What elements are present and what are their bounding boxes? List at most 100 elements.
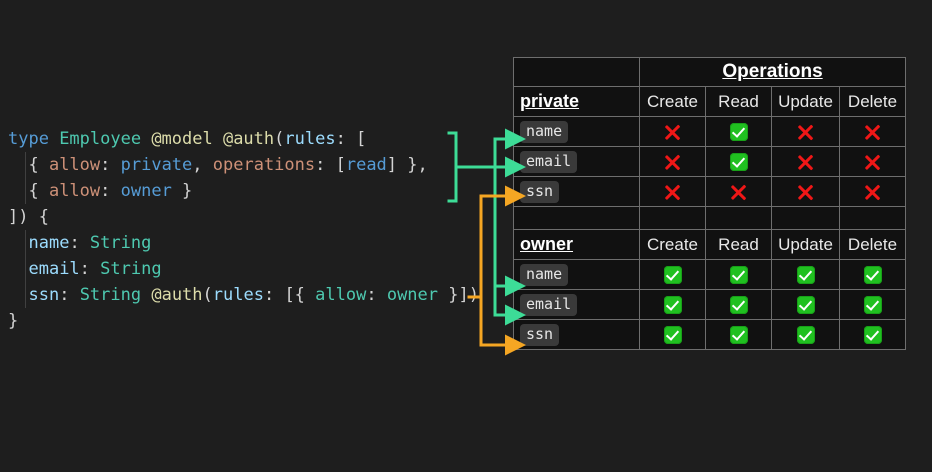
cell-owner-ssn-delete bbox=[839, 319, 906, 350]
code-token: rules bbox=[212, 285, 264, 305]
cell-private-ssn-update bbox=[771, 176, 840, 207]
code-token: ] }, bbox=[386, 155, 428, 175]
code-token: Employee bbox=[59, 129, 152, 149]
cross-icon bbox=[663, 183, 682, 202]
gap-cell bbox=[839, 206, 906, 230]
cell-owner-name-create bbox=[639, 259, 706, 290]
cell-owner-name-read bbox=[705, 259, 772, 290]
field-chip: email bbox=[520, 293, 578, 316]
table-row: name bbox=[513, 116, 906, 147]
code-token: { bbox=[8, 181, 49, 201]
code-token: allow bbox=[48, 155, 101, 175]
table-row-operations-header: Operations bbox=[513, 57, 906, 87]
field-rule-connector bbox=[467, 185, 526, 356]
column-header-delete: Delete bbox=[839, 229, 906, 260]
gap-cell bbox=[705, 206, 772, 230]
check-icon bbox=[796, 326, 815, 345]
code-line: ]) { bbox=[0, 204, 470, 230]
code-token: : bbox=[79, 259, 101, 279]
code-token: owner bbox=[386, 285, 439, 305]
operations-title: Operations bbox=[722, 61, 823, 82]
table-row: ssn bbox=[513, 319, 906, 350]
table-row: email bbox=[513, 146, 906, 177]
column-header-delete: Delete bbox=[839, 86, 906, 117]
check-icon bbox=[796, 266, 815, 285]
check-icon bbox=[863, 266, 882, 285]
cell-owner-email-update bbox=[771, 289, 840, 320]
cross-icon bbox=[863, 123, 882, 142]
code-line: ssn: String @auth(rules: [{ allow: owner… bbox=[0, 282, 479, 308]
cell-private-email-update bbox=[771, 146, 840, 177]
column-header-read: Read bbox=[705, 229, 772, 260]
cell-private-name-read bbox=[705, 116, 772, 147]
cell-owner-ssn-read bbox=[705, 319, 772, 350]
permissions-table: Operations private Create Read Update De… bbox=[513, 57, 906, 350]
cell-private-ssn-read bbox=[705, 176, 772, 207]
section-title-private: private bbox=[513, 86, 640, 117]
field-chip: email bbox=[520, 150, 578, 173]
code-token: : bbox=[59, 285, 80, 305]
table-row: ssn bbox=[513, 176, 906, 207]
indent-guide bbox=[25, 152, 26, 178]
table-row-gap bbox=[513, 206, 906, 230]
code-token: rules bbox=[284, 129, 336, 149]
code-token: operations bbox=[212, 155, 316, 175]
cell-private-name-delete bbox=[839, 116, 906, 147]
code-token: : [{ bbox=[263, 285, 316, 305]
cross-icon bbox=[663, 153, 682, 172]
cross-icon bbox=[863, 153, 882, 172]
section-label: owner bbox=[520, 234, 574, 254]
code-token: String bbox=[89, 233, 152, 253]
code-line: type Employee @model @auth(rules: [ bbox=[0, 126, 470, 152]
code-token: @model @auth bbox=[151, 129, 275, 149]
empty-corner-cell bbox=[513, 57, 640, 87]
code-line: { allow: private, operations: [read] }, bbox=[0, 152, 470, 178]
check-icon bbox=[663, 266, 682, 285]
check-icon bbox=[729, 123, 748, 142]
code-token: name bbox=[28, 233, 70, 253]
code-line: name: String bbox=[0, 230, 470, 256]
field-chip: ssn bbox=[520, 180, 560, 203]
check-icon bbox=[729, 296, 748, 315]
cell-owner-ssn-update bbox=[771, 319, 840, 350]
column-header-update: Update bbox=[771, 86, 840, 117]
code-block: type Employee @model @auth(rules: [ { al… bbox=[0, 126, 479, 334]
cross-icon bbox=[796, 153, 815, 172]
field-cell-owner-name: name bbox=[513, 259, 640, 290]
cell-private-name-update bbox=[771, 116, 840, 147]
field-cell-owner-email: email bbox=[513, 289, 640, 320]
table-row: email bbox=[513, 289, 906, 320]
code-token: : bbox=[100, 155, 121, 175]
check-icon bbox=[729, 266, 748, 285]
code-token: owner bbox=[120, 181, 172, 201]
field-chip: name bbox=[520, 120, 569, 143]
check-icon bbox=[729, 326, 748, 345]
section-title-owner: owner bbox=[513, 229, 640, 260]
cross-icon bbox=[863, 183, 882, 202]
column-header-create: Create bbox=[639, 86, 706, 117]
code-token: , bbox=[192, 155, 213, 175]
code-line: } bbox=[0, 308, 470, 334]
code-line: email: String bbox=[0, 256, 470, 282]
code-token: } bbox=[8, 311, 19, 331]
cross-icon bbox=[796, 123, 815, 142]
cell-private-email-delete bbox=[839, 146, 906, 177]
code-token: }]) bbox=[438, 285, 479, 305]
code-token: { bbox=[8, 155, 49, 175]
cross-icon bbox=[729, 183, 748, 202]
indent-guide bbox=[25, 230, 26, 256]
cell-owner-email-create bbox=[639, 289, 706, 320]
check-icon bbox=[663, 296, 682, 315]
code-token: allow bbox=[315, 285, 367, 305]
code-token: String bbox=[79, 285, 152, 305]
column-header-update: Update bbox=[771, 229, 840, 260]
cell-private-ssn-create bbox=[639, 176, 706, 207]
field-chip: ssn bbox=[520, 323, 560, 346]
code-token: @auth bbox=[151, 285, 203, 305]
field-cell-private-name: name bbox=[513, 116, 640, 147]
table-row-private-header: private Create Read Update Delete bbox=[513, 86, 906, 117]
section-label: private bbox=[520, 91, 580, 111]
code-token: : [ bbox=[315, 155, 346, 175]
indent-guide bbox=[25, 282, 26, 308]
